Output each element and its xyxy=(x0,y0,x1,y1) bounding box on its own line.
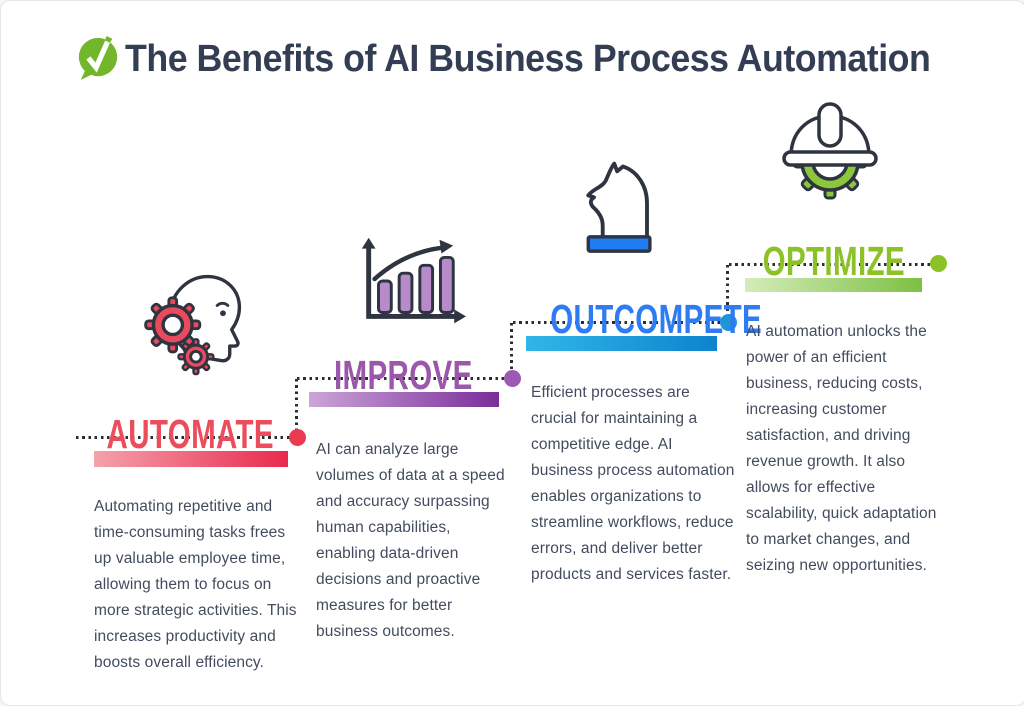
connector-line-improve xyxy=(297,377,513,380)
connector-line-automate xyxy=(76,436,298,439)
junction-dot-automate xyxy=(289,429,306,446)
rising-bar-chart-icon xyxy=(361,237,467,324)
step-description-improve: AI can analyze large volumes of data at … xyxy=(316,440,505,640)
step-description-automate: Automating repetitive and time-consuming… xyxy=(94,497,297,671)
connector-line-optimize xyxy=(729,263,940,266)
junction-dot-outcompete xyxy=(720,314,737,331)
hard-hat-gear-icon xyxy=(782,102,878,200)
step-title-optimize: OPTIMIZE xyxy=(762,237,906,284)
page-title: The Benefits of AI Business Process Auto… xyxy=(125,37,931,80)
gradient-bar-improve xyxy=(309,392,499,407)
gradient-bar-automate xyxy=(94,451,288,467)
connector-riser-2 xyxy=(510,323,513,379)
connector-riser-3 xyxy=(726,265,729,322)
chess-knight-icon xyxy=(586,161,652,253)
connector-line-outcompete xyxy=(513,321,729,324)
step-title-outcompete: OUTCOMPETE xyxy=(550,295,763,342)
step-description-outcompete: Efficient processes are crucial for main… xyxy=(531,383,735,583)
step-description-optimize: AI automation unlocks the power of an ef… xyxy=(746,322,937,574)
gradient-bar-outcompete xyxy=(526,336,717,351)
step-title-automate: AUTOMATE xyxy=(106,410,274,457)
head-with-gears-icon xyxy=(144,274,242,376)
speech-bubble-check-logo-icon xyxy=(78,35,118,81)
step-title-improve: IMPROVE xyxy=(333,351,473,398)
connector-riser-1 xyxy=(295,379,298,438)
gradient-bar-optimize xyxy=(745,278,922,292)
junction-dot-improve xyxy=(504,370,521,387)
junction-dot-optimize xyxy=(930,255,947,272)
